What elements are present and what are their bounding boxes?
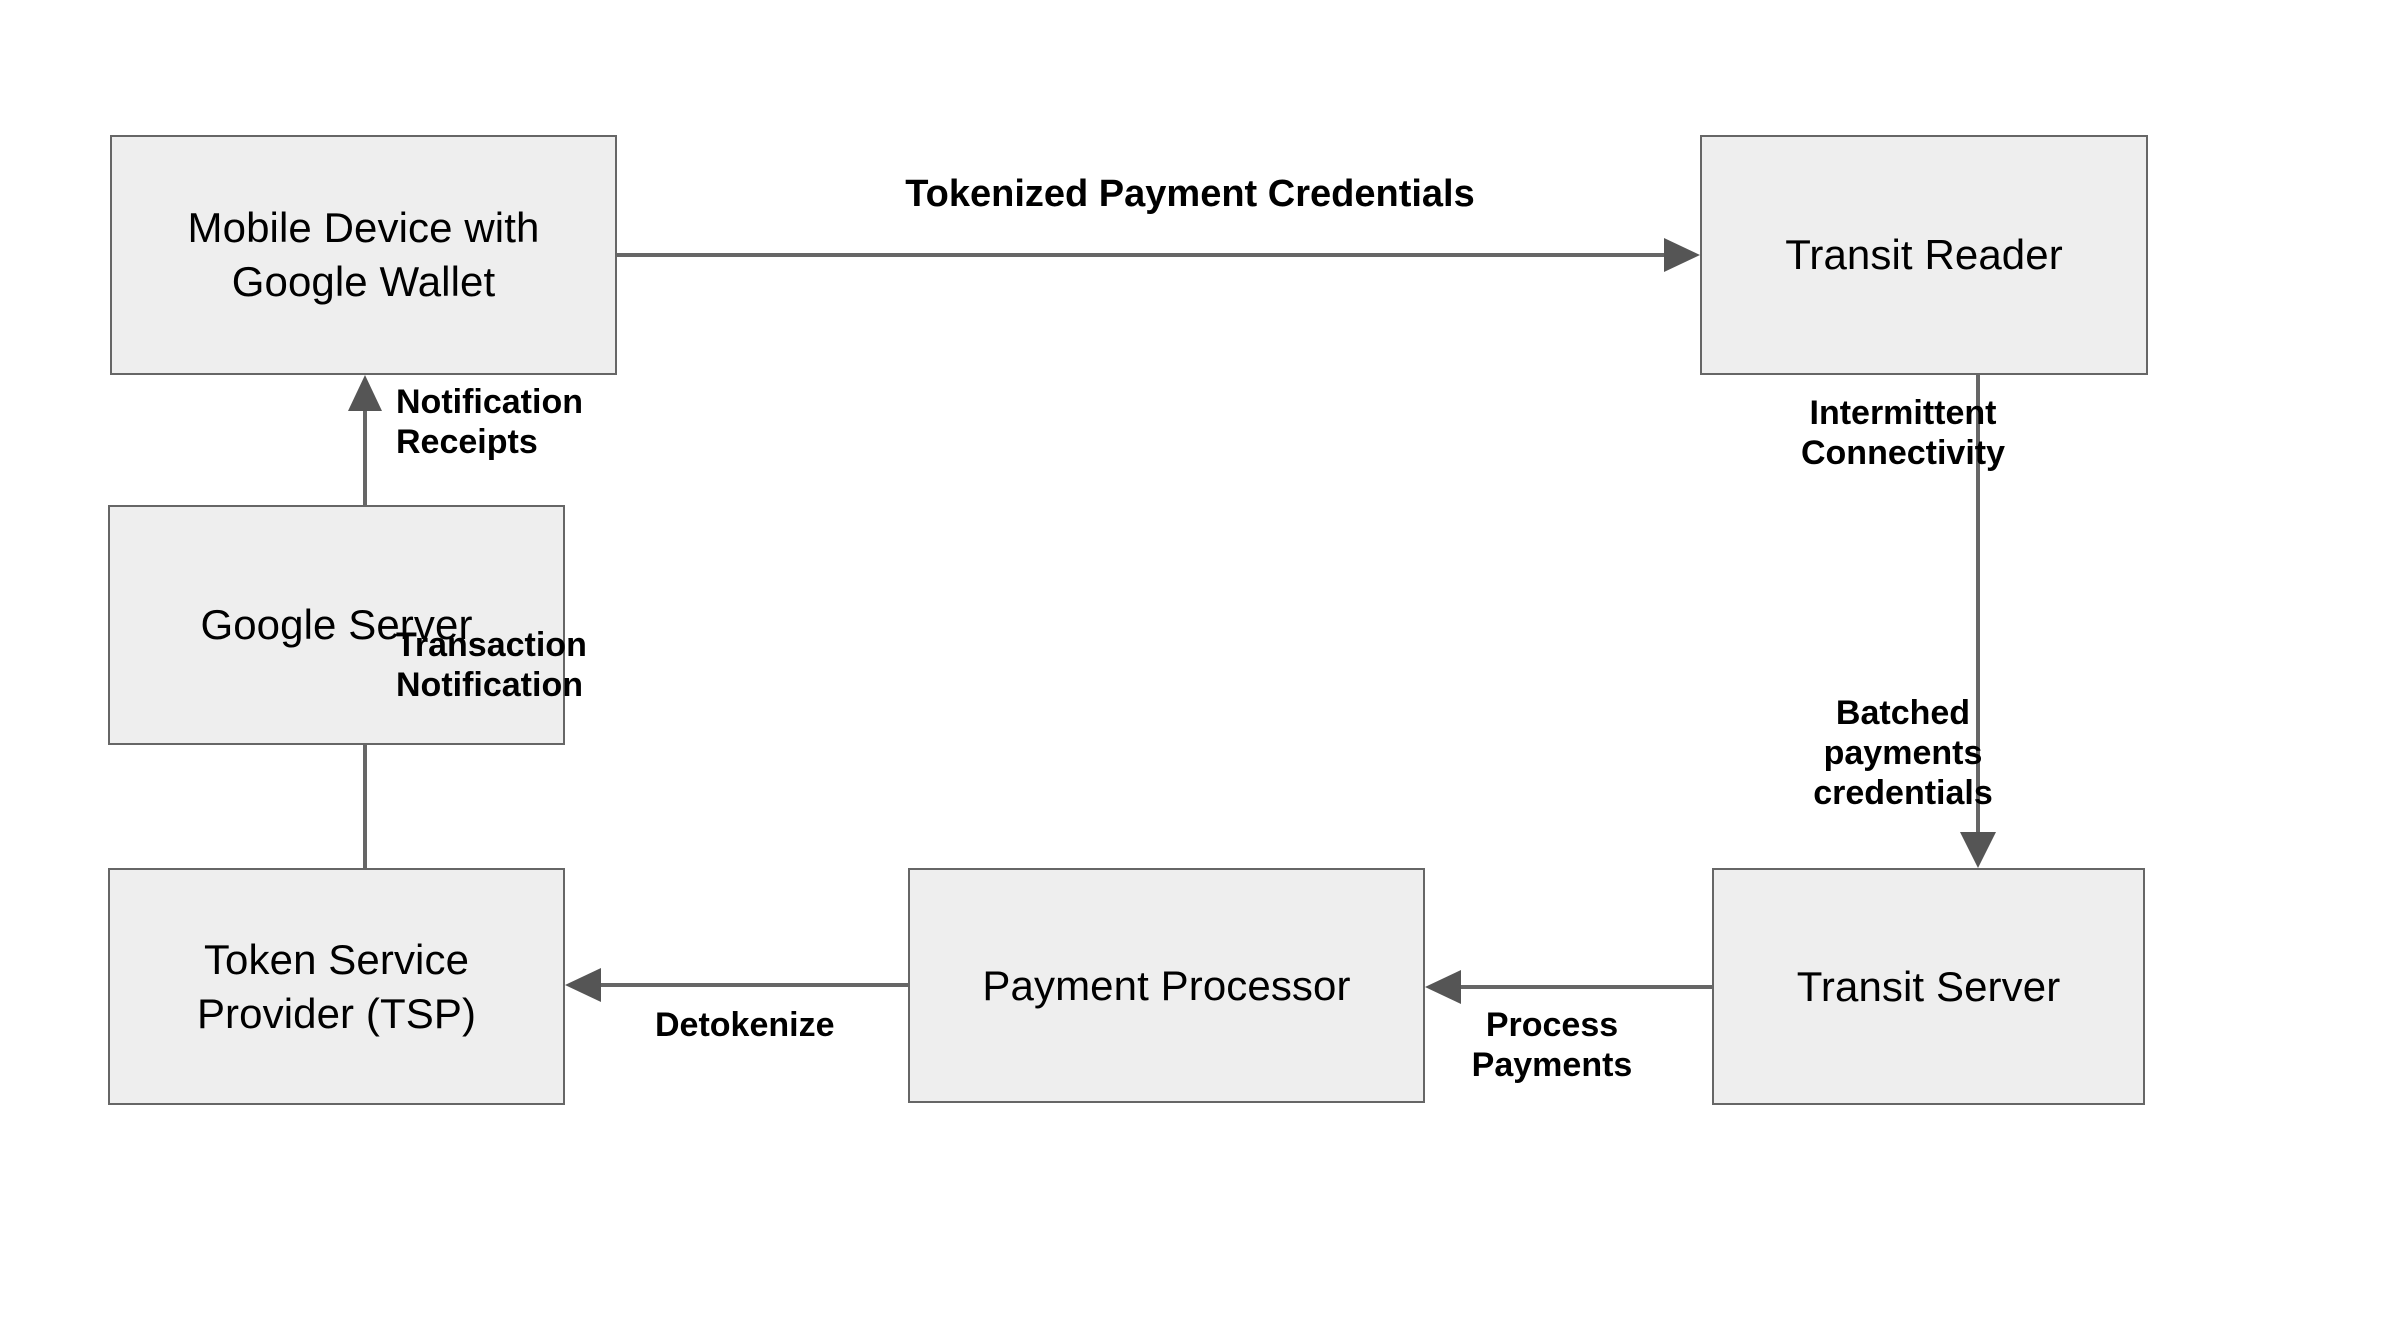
node-payment-processor[interactable]: Payment Processor — [908, 868, 1425, 1103]
node-transit-reader[interactable]: Transit Reader — [1700, 135, 2148, 375]
node-token-service-provider[interactable]: Token Service Provider (TSP) — [108, 868, 565, 1105]
edge-transit-reader-to-server[interactable] — [1960, 375, 1996, 868]
edge-label-tokenized-payment-credentials: Tokenized Payment Credentials — [905, 173, 1475, 215]
edge-label-notification-receipts: Notification Receipts — [396, 383, 583, 462]
node-transit-server[interactable]: Transit Server — [1712, 868, 2145, 1105]
edge-process-payments[interactable] — [1425, 970, 1712, 1004]
arrowhead-right-transit-reader — [1664, 238, 1700, 272]
edge-label-process-payments: Process Payments — [1471, 1006, 1633, 1085]
arrowhead-down-transit-server — [1960, 832, 1996, 868]
arrowhead-up-mobile-device — [348, 375, 382, 411]
edge-notification-receipts[interactable] — [348, 375, 382, 505]
edge-label-detokenize: Detokenize — [655, 1006, 835, 1044]
node-mobile-device[interactable]: Mobile Device with Google Wallet — [110, 135, 617, 375]
arrowhead-left-payment-processor — [1425, 970, 1461, 1004]
node-google-server[interactable]: Google Server — [108, 505, 565, 745]
edge-label-batched-payments-credentials: Batched payments credentials — [1813, 694, 1993, 813]
edge-tokenized-payment-credentials[interactable] — [603, 238, 1700, 272]
arrowhead-left-tsp — [565, 968, 601, 1002]
edge-label-transaction-notification: Transaction Notification — [396, 626, 587, 705]
edge-label-intermittent-connectivity: Intermittent Connectivity — [1800, 394, 2006, 473]
edge-detokenize[interactable] — [565, 968, 908, 1002]
